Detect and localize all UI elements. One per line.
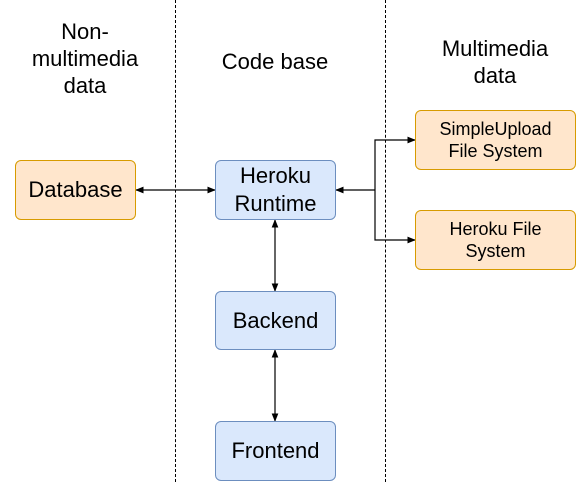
database-node: Database: [15, 160, 136, 220]
column-title-multimedia: Multimedia data: [441, 36, 549, 88]
column-title-code-base: Code base: [221, 49, 329, 74]
column-divider-right: [385, 0, 386, 482]
column-divider-left: [175, 0, 176, 482]
heroku-runtime-node: Heroku Runtime: [215, 160, 336, 220]
edge-junction-simpleupload: [374, 136, 416, 190]
column-title-non-multimedia: Non- multimedia data: [31, 19, 139, 98]
edge-junction-herokufs: [374, 190, 416, 244]
heroku-file-system-node: Heroku File System: [415, 210, 576, 270]
simpleupload-node: SimpleUpload File System: [415, 110, 576, 170]
backend-node: Backend: [215, 291, 336, 350]
frontend-node: Frontend: [215, 421, 336, 481]
